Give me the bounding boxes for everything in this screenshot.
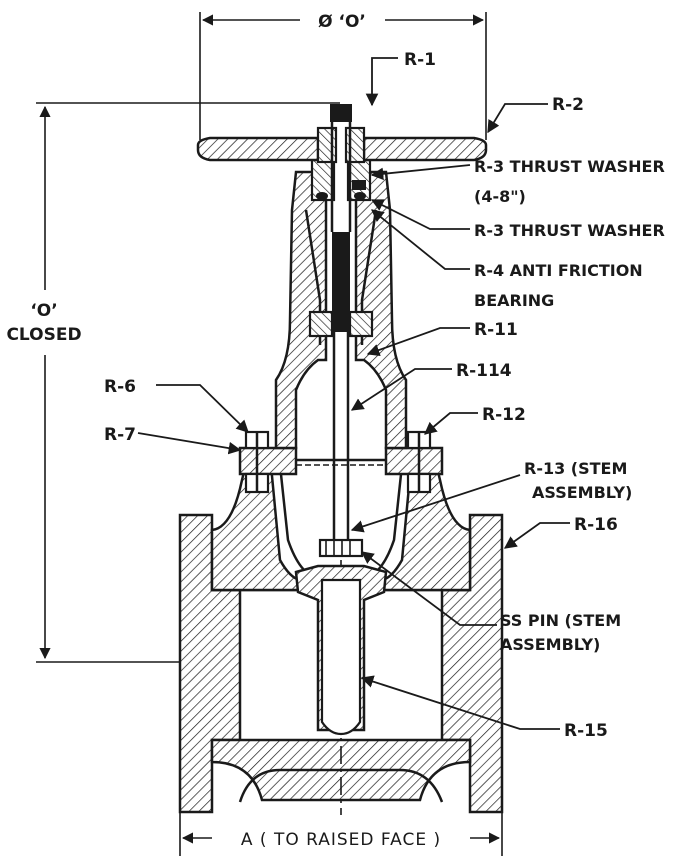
bonnet-flange xyxy=(238,430,444,494)
top-width-label: Ø ‘O’ xyxy=(318,12,366,32)
callout-r3-size-range: (4-8") xyxy=(474,187,526,206)
bonnet xyxy=(274,158,408,450)
stem-thread xyxy=(332,232,350,332)
callout-labels: R-1 R-2 R-3 THRUST WASHER (4-8") R-3 THR… xyxy=(104,50,665,741)
callout-r13-assembly: ASSEMBLY) xyxy=(532,483,632,502)
callout-r12: R-12 xyxy=(482,405,526,425)
callout-r11: R-11 xyxy=(474,320,518,340)
callout-ss-pin: SS PIN (STEM xyxy=(500,611,621,630)
stem-top-thread xyxy=(330,104,352,122)
leaders xyxy=(137,57,570,730)
gate-wedge xyxy=(294,564,388,736)
callout-r2: R-2 xyxy=(552,95,584,115)
callout-ss-pin-assembly: ASSEMBLY) xyxy=(500,635,600,654)
callout-r3-thrust-washer-size: R-3 THRUST WASHER xyxy=(474,157,665,176)
handwheel xyxy=(196,104,488,232)
thrust-bearing-right xyxy=(354,192,366,200)
callout-r13-stem: R-13 (STEM xyxy=(524,459,627,478)
callout-r114: R-114 xyxy=(456,361,512,381)
callout-r1: R-1 xyxy=(404,50,436,70)
callout-r3-thrust-washer: R-3 THRUST WASHER xyxy=(474,221,665,240)
callout-r6: R-6 xyxy=(104,377,136,397)
top-dimension: Ø ‘O’ xyxy=(199,12,487,140)
bottom-width-label: A ( TO RAISED FACE ) xyxy=(241,830,441,850)
callout-r4-anti-friction: R-4 ANTI FRICTION xyxy=(474,261,643,280)
closed-height-label-bottom: CLOSED xyxy=(6,325,81,345)
callout-r4-bearing: BEARING xyxy=(474,291,554,310)
callout-r15: R-15 xyxy=(564,721,608,741)
closed-height-dimension: ‘O’ CLOSED xyxy=(6,102,340,663)
stem xyxy=(318,332,364,558)
callout-r7: R-7 xyxy=(104,425,136,445)
callout-r16: R-16 xyxy=(574,515,618,535)
thrust-bearing-left xyxy=(316,192,328,200)
valve-body xyxy=(178,453,504,815)
closed-height-label-top: ‘O’ xyxy=(30,301,57,321)
